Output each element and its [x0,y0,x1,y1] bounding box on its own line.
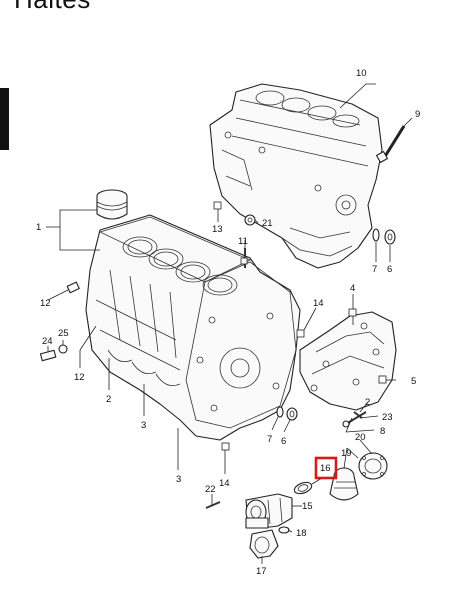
callout-21: 21 [262,218,273,229]
callout-2-right: 2 [365,397,370,408]
seal-18[interactable] [278,526,290,534]
pump-housing-17[interactable] [249,529,279,559]
plug-6-middle[interactable] [286,407,298,421]
marker-squares [213,201,387,451]
sensor-21[interactable] [244,214,256,226]
oil-filter-19[interactable] [329,467,359,501]
side-tab-marker [0,88,9,150]
callout-3-lower: 3 [176,474,181,485]
leader-lines [46,83,413,564]
callout-1: 1 [36,222,41,233]
callout-7-top: 7 [372,264,377,275]
callout-18: 18 [296,528,307,539]
bolt-12-left[interactable] [66,281,80,294]
bolt-23[interactable] [342,411,367,428]
seal-ring-7-top[interactable] [372,228,380,242]
callout-15: 15 [302,501,313,512]
callout-3-upper: 3 [141,420,146,431]
page-title: Haltes [14,0,91,15]
callout-12-lower: 12 [74,372,85,383]
callout-labels: 1 10 9 13 21 11 7 6 12 4 14 5 25 24 12 2… [36,68,420,577]
callout-17: 17 [256,566,267,577]
cylinder-block-1[interactable] [85,214,301,441]
seal-ring-7-middle[interactable] [276,406,284,418]
callout-2-left: 2 [106,394,111,405]
filter-cover-20[interactable] [358,452,388,480]
callout-6-top: 6 [387,264,392,275]
engine-assembly-10[interactable] [209,83,383,269]
callout-24: 24 [42,336,53,347]
highlight-box-16 [314,456,338,480]
callout-16: 16 [320,463,331,474]
bolt-2-right[interactable] [353,411,363,419]
seal-ring-16[interactable] [293,480,313,496]
callout-25: 25 [58,328,69,339]
callout-12-left: 12 [40,298,51,309]
callout-20: 20 [355,432,366,443]
callout-14-top: 14 [313,298,324,309]
callout-7-middle: 7 [267,434,272,445]
bolt-22[interactable] [205,501,221,509]
side-cover-5[interactable] [299,311,397,411]
callout-10: 10 [356,68,367,79]
bolt-9[interactable] [375,125,406,164]
callout-11: 11 [238,236,248,247]
callout-14-lower: 14 [219,478,230,489]
oil-pump-15[interactable] [245,493,293,529]
callout-22: 22 [205,484,216,495]
piston-1[interactable] [96,189,128,220]
dowel-24[interactable] [39,349,57,362]
callout-6-middle: 6 [281,436,286,447]
callout-9: 9 [415,109,420,120]
callout-5: 5 [411,376,416,387]
callout-8: 8 [380,426,385,437]
callout-4: 4 [350,283,355,294]
callout-23: 23 [382,412,393,423]
callout-13: 13 [212,224,223,235]
callout-19: 19 [341,448,352,459]
washer-25[interactable] [58,344,68,354]
plug-6-top[interactable] [384,229,396,245]
